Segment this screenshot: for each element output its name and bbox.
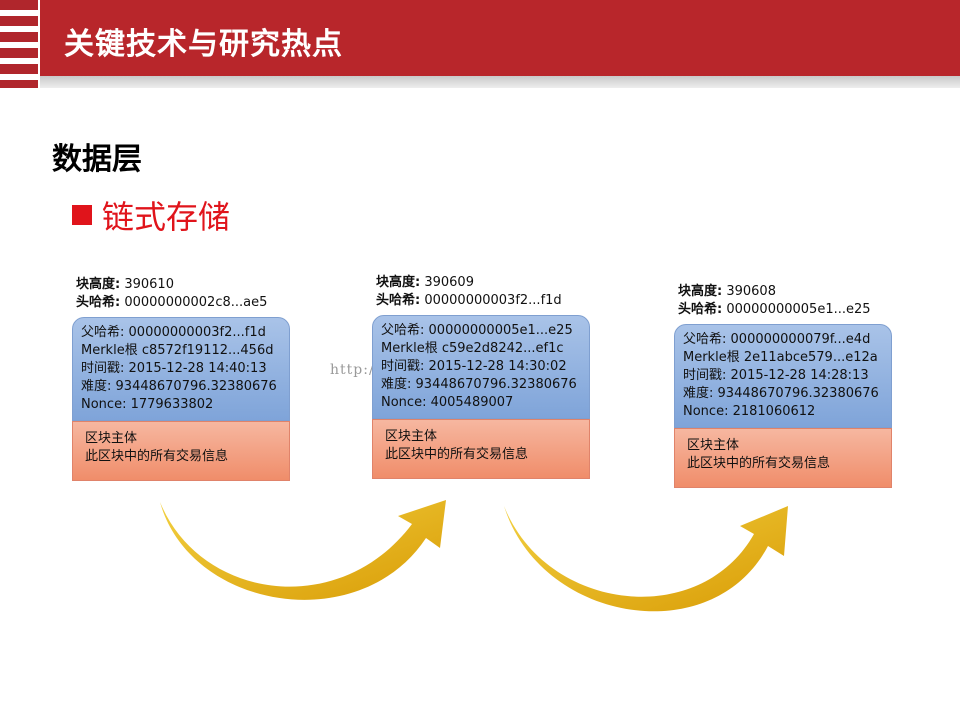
block-body-title: 区块主体 <box>85 431 138 446</box>
block-header-box: 父哈希: 00000000003f2...f1d Merkle根 c8572f1… <box>72 317 290 421</box>
hash-label: 头哈希: <box>376 293 421 308</box>
block-body-desc: 此区块中的所有交易信息 <box>85 449 229 464</box>
nonce: 1779633802 <box>130 397 214 412</box>
parent-hash: 00000000003f2...f1d <box>128 325 266 340</box>
block-meta: 块高度: 390609 头哈希: 00000000003f2...f1d <box>372 274 590 310</box>
timestamp-label: 时间戳: <box>81 361 125 376</box>
height-label: 块高度: <box>76 277 121 292</box>
timestamp: 2015-12-28 14:30:02 <box>428 359 567 374</box>
height-label: 块高度: <box>678 284 723 299</box>
header-stripes-decoration <box>0 0 38 88</box>
timestamp-label: 时间戳: <box>683 368 727 383</box>
difficulty-label: 难度: <box>381 377 412 392</box>
hash-label: 头哈希: <box>76 295 121 310</box>
subsection-heading: 链式存储 <box>72 192 230 238</box>
timestamp: 2015-12-28 14:28:13 <box>730 368 869 383</box>
square-bullet-icon <box>72 205 92 225</box>
block-body-title: 区块主体 <box>385 429 438 444</box>
block-card: 块高度: 390609 头哈希: 00000000003f2...f1d 父哈希… <box>372 274 590 479</box>
difficulty: 93448670796.32380676 <box>115 379 277 394</box>
merkle-root: 2e11abce579...e12a <box>743 350 878 365</box>
block-height: 390609 <box>424 275 474 290</box>
block-header-box: 父哈希: 00000000005e1...e25 Merkle根 c59e2d8… <box>372 315 590 419</box>
block-body-desc: 此区块中的所有交易信息 <box>687 456 831 471</box>
height-label: 块高度: <box>376 275 421 290</box>
difficulty: 93448670796.32380676 <box>415 377 577 392</box>
block-meta: 块高度: 390608 头哈希: 00000000005e1...e25 <box>674 283 892 319</box>
merkle-label: Merkle根 <box>683 350 740 365</box>
nonce-label: Nonce: <box>381 395 427 410</box>
merkle-label: Merkle根 <box>81 343 138 358</box>
slide-title: 关键技术与研究热点 <box>64 27 343 62</box>
block-height: 390608 <box>726 284 776 299</box>
curved-arrow-2-icon <box>504 506 788 612</box>
block-hash: 00000000005e1...e25 <box>726 302 871 317</box>
nonce: 2181060612 <box>732 404 816 419</box>
curved-arrow-1-icon <box>160 500 446 600</box>
block-body-desc: 此区块中的所有交易信息 <box>385 447 529 462</box>
nonce-label: Nonce: <box>81 397 127 412</box>
parent-hash-label: 父哈希: <box>683 332 727 347</box>
block-card: 块高度: 390610 头哈希: 00000000002c8...ae5 父哈希… <box>72 276 290 481</box>
header-shadow <box>40 76 960 88</box>
block-body-title: 区块主体 <box>687 438 740 453</box>
block-header-box: 父哈希: 000000000079f...e4d Merkle根 2e11abc… <box>674 324 892 428</box>
header-bar <box>40 0 960 76</box>
hash-label: 头哈希: <box>678 302 723 317</box>
parent-hash: 000000000079f...e4d <box>730 332 871 347</box>
difficulty-label: 难度: <box>683 386 714 401</box>
merkle-root: c59e2d8242...ef1c <box>441 341 564 356</box>
difficulty: 93448670796.32380676 <box>717 386 879 401</box>
parent-hash-label: 父哈希: <box>381 323 425 338</box>
timestamp-label: 时间戳: <box>381 359 425 374</box>
section-title: 数据层 <box>52 142 142 177</box>
nonce: 4005489007 <box>430 395 514 410</box>
difficulty-label: 难度: <box>81 379 112 394</box>
block-meta: 块高度: 390610 头哈希: 00000000002c8...ae5 <box>72 276 290 312</box>
block-hash: 00000000003f2...f1d <box>424 293 562 308</box>
block-card: 块高度: 390608 头哈希: 00000000005e1...e25 父哈希… <box>674 283 892 488</box>
block-body-box: 区块主体 此区块中的所有交易信息 <box>372 419 590 479</box>
block-height: 390610 <box>124 277 174 292</box>
subsection-title: 链式存储 <box>102 198 231 236</box>
parent-hash-label: 父哈希: <box>81 325 125 340</box>
merkle-label: Merkle根 <box>381 341 438 356</box>
timestamp: 2015-12-28 14:40:13 <box>128 361 267 376</box>
block-body-box: 区块主体 此区块中的所有交易信息 <box>674 428 892 488</box>
block-hash: 00000000002c8...ae5 <box>124 295 268 310</box>
parent-hash: 00000000005e1...e25 <box>428 323 573 338</box>
block-body-box: 区块主体 此区块中的所有交易信息 <box>72 421 290 481</box>
nonce-label: Nonce: <box>683 404 729 419</box>
merkle-root: c8572f19112...456d <box>141 343 274 358</box>
